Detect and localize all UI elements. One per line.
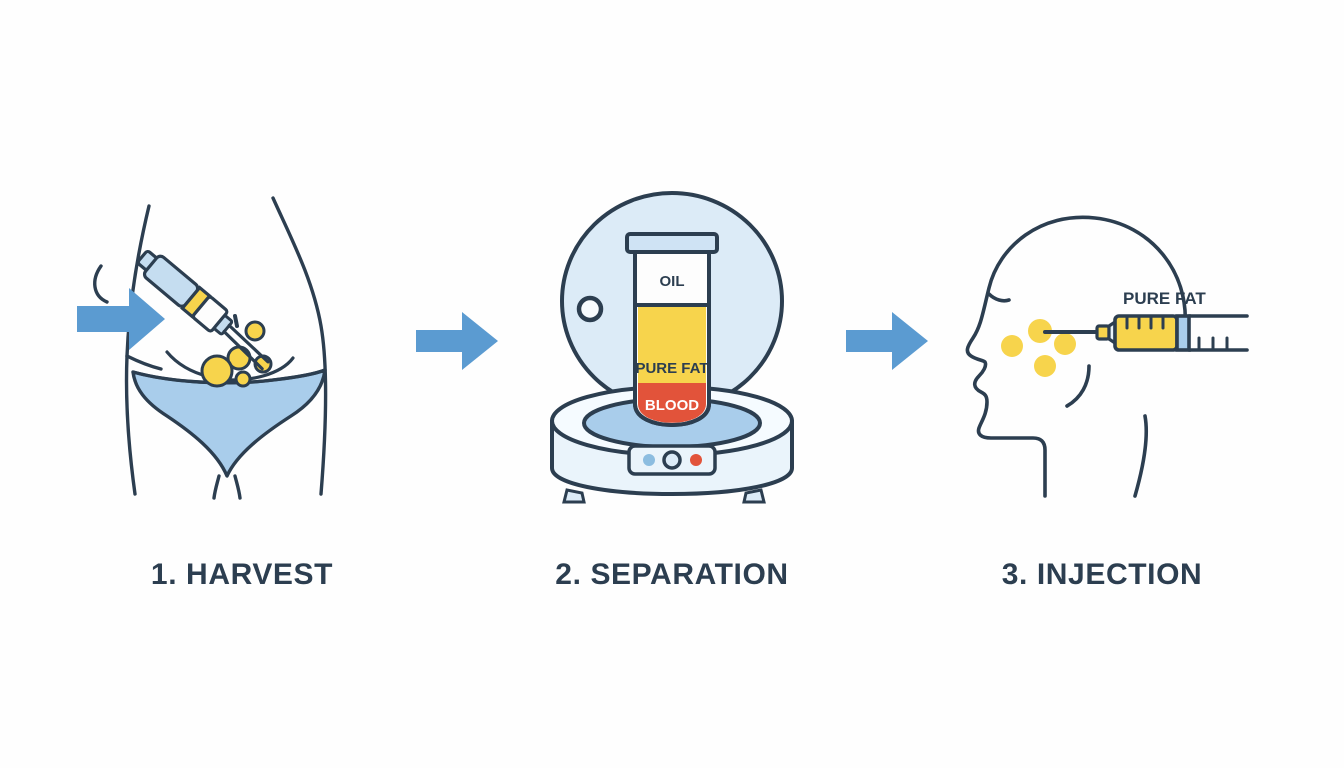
step-caption-harvest: 1. HARVEST — [150, 558, 334, 591]
cheek-deposits-group — [1001, 319, 1076, 377]
cannula-needle-lower — [222, 330, 264, 371]
cheek-fat-deposit — [1028, 319, 1052, 343]
fat-globule — [244, 320, 266, 342]
centrifuge-foot-left — [562, 488, 586, 504]
test-tube: OIL PURE FAT BLOOD — [625, 232, 719, 427]
suction-tubing — [93, 264, 109, 304]
facial-injection-illustration: PURE FAT — [937, 176, 1267, 506]
syringe-graduations-empty — [1197, 336, 1229, 352]
power-indicator-blue-icon[interactable] — [643, 454, 655, 466]
cheek-contour — [1065, 364, 1091, 408]
step-separation: OIL PURE FAT BLOOD 2. SEPARATION — [507, 176, 837, 592]
cheek-fat-deposit — [1054, 333, 1076, 355]
centrifuge-illustration: OIL PURE FAT BLOOD — [507, 176, 837, 506]
syringe-barrel-fat — [1113, 314, 1179, 352]
arrow-shape — [416, 312, 498, 370]
torso-right-outline — [271, 196, 328, 496]
step-caption-separation: 2. SEPARATION — [555, 558, 789, 591]
arrow-shape — [846, 312, 928, 370]
step-caption-injection: 3. INJECTION — [1001, 558, 1203, 591]
insertion-direction-arrow — [77, 288, 165, 350]
eye-line — [987, 292, 1011, 303]
cheek-fat-deposit — [1001, 335, 1023, 357]
tube-layer-blood — [638, 383, 706, 423]
tube-label-oil: OIL — [660, 273, 685, 290]
step-injection: PURE FAT 3. INJECTION — [937, 176, 1267, 592]
fat-speck — [233, 314, 239, 328]
flow-arrow-2 — [837, 176, 937, 506]
flow-arrow-1 — [407, 176, 507, 506]
bikini-waistband — [131, 368, 327, 385]
syringe-hub — [213, 314, 234, 336]
abdomen-crease — [165, 350, 295, 382]
tube-outline — [633, 249, 711, 427]
syringe-pure-fat-label: PURE FAT — [1123, 289, 1206, 308]
syringe-graduations — [1125, 314, 1165, 330]
waist-left — [125, 354, 163, 371]
tube-label-pure-fat: PURE FAT — [635, 360, 708, 377]
step-harvest: 1. HARVEST — [77, 176, 407, 592]
tube-label-blood: BLOOD — [645, 397, 699, 414]
syringe-needle-hub — [1095, 324, 1111, 341]
leg-inner-left — [212, 474, 221, 500]
torso-left-outline — [124, 204, 151, 496]
neck-back-outline — [1133, 414, 1149, 498]
steps-row: 1. HARVEST — [0, 176, 1344, 592]
dial-knob-icon[interactable] — [662, 450, 682, 470]
stop-indicator-red-icon[interactable] — [690, 454, 702, 466]
fat-globule — [200, 354, 234, 388]
fat-globule — [234, 370, 252, 388]
tube-layer-pure-fat — [638, 305, 706, 383]
leg-inner-right — [233, 474, 242, 500]
syringe-plunger-stopper — [1175, 314, 1191, 352]
tube-layer-oil — [638, 253, 706, 305]
tube-cap — [625, 232, 719, 254]
lid-latch-icon[interactable] — [576, 295, 604, 323]
fat-filled-syringe — [1043, 314, 1249, 352]
cheek-fat-deposit — [1034, 355, 1056, 377]
centrifuge-foot-right — [742, 488, 766, 504]
cannula-syringe — [136, 249, 270, 371]
bikini-bottom — [131, 368, 327, 478]
cannula-needle-upper — [227, 323, 270, 364]
abdomen-liposuction-illustration — [77, 176, 407, 506]
head-profile-outline — [965, 215, 1188, 498]
